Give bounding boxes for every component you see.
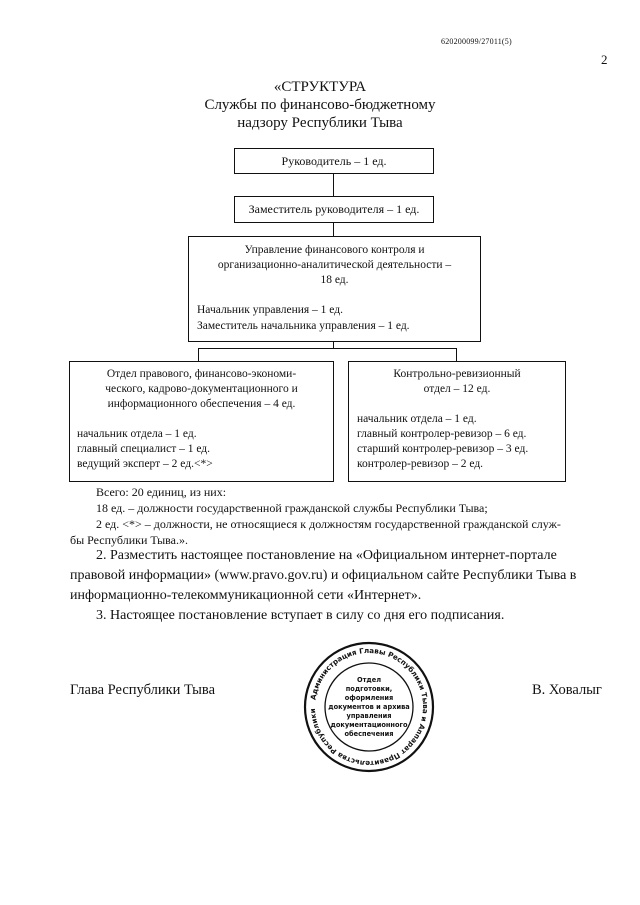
head-label: Руководитель – 1 ед.	[281, 154, 387, 168]
seal-inner-1: Отдел	[357, 676, 381, 684]
totals-line-3: 2 ед. <*> – должности, не относящиеся к …	[96, 517, 561, 531]
paragraph-3-line-1: 3. Настоящее постановление вступает в си…	[96, 608, 505, 623]
seal-inner-5: управления	[347, 712, 392, 720]
head-box: Руководитель – 1 ед.	[234, 148, 434, 174]
legal-division-box: Отдел правового, финансово-экономи- ческ…	[69, 361, 334, 482]
department-name-2: организационно-аналитической деятельност…	[217, 259, 452, 271]
legal-division-staff-2: главный специалист – 1 ед.	[77, 443, 211, 455]
paragraph-2-line-3: информационно-телекоммуникационной сети …	[70, 588, 422, 603]
connector-department-branch	[333, 341, 335, 348]
seal-inner-2: подготовки,	[346, 685, 393, 693]
connector-right-division	[456, 348, 458, 362]
paragraph-2-line-1: 2. Разместить настоящее постановление на…	[96, 548, 557, 563]
seal-outer-ring	[303, 641, 435, 773]
title-line-1: «СТРУКТУРА	[273, 79, 367, 95]
audit-division-staff-2: главный контролер-ревизор – 6 ед.	[357, 428, 527, 440]
seal-inner-3: оформления	[345, 694, 393, 702]
deputy-box: Заместитель руководителя – 1 ед.	[234, 196, 434, 223]
document-code: 620200099/27011(5)	[441, 37, 512, 46]
department-staff-1: Начальник управления – 1 ед.	[197, 304, 343, 316]
paragraph-2-line-2: правовой информации» (www.pravo.gov.ru) …	[70, 568, 577, 583]
page-number: 2	[601, 52, 608, 67]
connector-deputy-department	[333, 222, 335, 236]
signatory-name: В. Ховалыг	[532, 682, 602, 698]
legal-division-name-3: информационного обеспечения – 4 ед.	[107, 398, 296, 410]
audit-division-staff-4: контролер-ревизор – 2 ед.	[357, 458, 484, 470]
title-line-2: Службы по финансово-бюджетному	[204, 97, 436, 113]
connector-head-deputy	[333, 173, 335, 196]
audit-division-staff-1: начальник отдела – 1 ед.	[357, 413, 477, 425]
department-box: Управление финансового контроля и органи…	[188, 236, 481, 342]
seal-inner-4: документов и архива	[328, 703, 409, 711]
audit-division-name-1: Контрольно-ревизионный	[393, 368, 521, 380]
seal-inner-7: обеспечения	[345, 730, 394, 738]
audit-division-staff-3: старший контролер-ревизор – 3 ед.	[357, 443, 529, 455]
audit-division-box: Контрольно-ревизионный отдел – 12 ед. на…	[348, 361, 566, 482]
legal-division-staff-3: ведущий эксперт – 2 ед.<*>	[77, 458, 213, 470]
department-name-3: 18 ед.	[320, 274, 349, 286]
department-staff-2: Заместитель начальника управления – 1 ед…	[197, 320, 410, 332]
connector-horizontal	[198, 348, 457, 350]
department-name-1: Управление финансового контроля и	[244, 244, 425, 256]
connector-left-division	[198, 348, 200, 362]
official-seal: Администрация Главы Республики Тыва и Ап…	[302, 640, 435, 773]
totals-line-2: 18 ед. – должности государственной гражд…	[96, 501, 488, 515]
legal-division-name-1: Отдел правового, финансово-экономи-	[106, 368, 297, 380]
seal-inner-6: документационного	[331, 721, 408, 729]
deputy-label: Заместитель руководителя – 1 ед.	[248, 202, 420, 216]
legal-division-name-2: ческого, кадрово-документационного и	[105, 383, 298, 395]
legal-division-staff-1: начальник отдела – 1 ед.	[77, 428, 197, 440]
seal-inner-ring	[324, 662, 414, 752]
totals-line-1: Всего: 20 единиц, из них:	[96, 485, 227, 499]
audit-division-name-2: отдел – 12 ед.	[423, 383, 491, 395]
signatory-position: Глава Республики Тыва	[70, 682, 216, 698]
totals-line-4: бы Республики Тыва.».	[70, 533, 188, 547]
title-line-3: надзору Республики Тыва	[237, 115, 403, 131]
